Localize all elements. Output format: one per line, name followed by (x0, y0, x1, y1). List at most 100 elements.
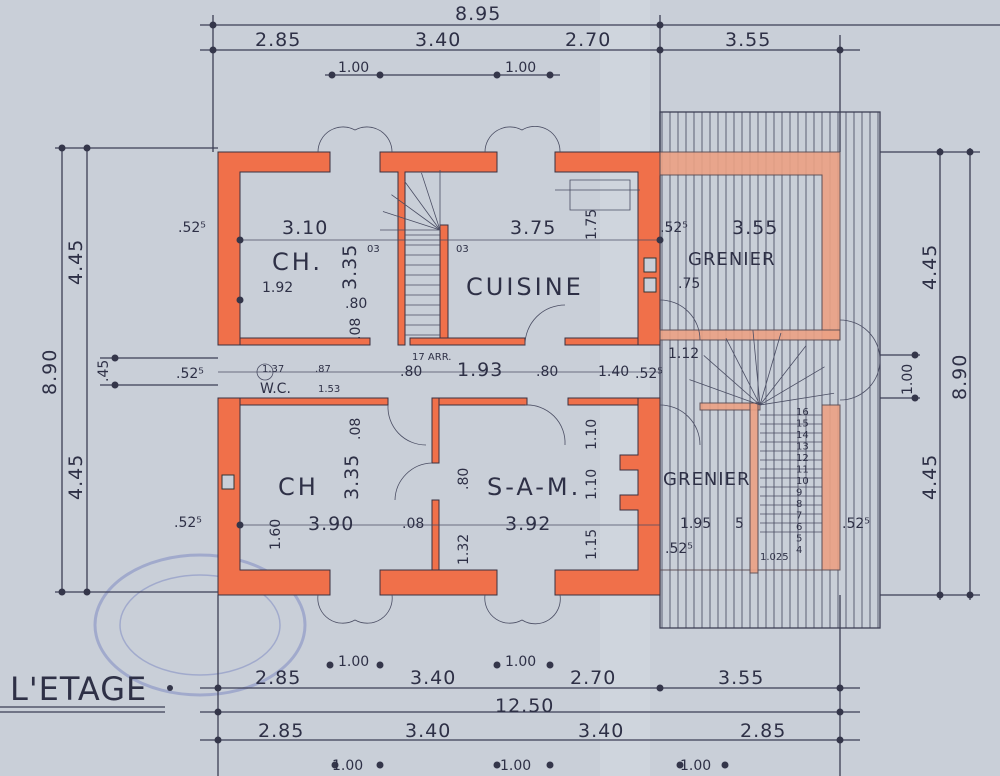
dimension-dot (656, 21, 664, 29)
left-overall-dim: 8.90 (39, 349, 61, 395)
dining-pier-2: 1.10 (584, 469, 600, 500)
paper-fold (600, 0, 650, 776)
dimension-dot (58, 588, 66, 596)
right-lower-dim: 4.45 (919, 454, 941, 500)
top-dim-3: 2.70 (565, 29, 611, 51)
dimension-dot (676, 761, 684, 769)
attic-1-landing: 1.12 (668, 346, 699, 362)
right-overall-dim: 8.90 (949, 354, 971, 400)
dimension-dot (214, 708, 222, 716)
right-corridor-dim: 1.00 (900, 364, 916, 395)
dimension-dot (836, 684, 844, 692)
dimension-dot (656, 46, 664, 54)
top-opening-2: 1.00 (505, 60, 536, 76)
bottom-dim2-1: 2.85 (258, 720, 304, 742)
wc-width: 1.37 (262, 364, 284, 375)
plan-title: L'ETAGE (0, 670, 173, 713)
dimension-dots (58, 21, 974, 769)
room-label-kitchen: CUISINE (466, 273, 584, 301)
dimension-dot (376, 761, 384, 769)
stair-winder (725, 337, 761, 406)
top-dim-1: 2.85 (255, 29, 301, 51)
bottom-opening-3: 1.00 (680, 758, 711, 774)
left-lower-dim: 4.45 (65, 454, 87, 500)
dimension-dot (493, 71, 501, 79)
attic-stair (689, 330, 835, 533)
right-wall-mark-4: .52⁵ (635, 366, 663, 382)
bedroom-2-note: 1.60 (268, 519, 284, 550)
stair-winder (391, 194, 441, 231)
stair-winder (421, 172, 441, 231)
room-label-bedroom-1: CH. (272, 248, 323, 276)
bedroom-2-width: 3.90 (308, 513, 354, 535)
dining-door: .80 (456, 468, 472, 490)
top-opening-1: 1.00 (338, 60, 369, 76)
dining-side: .08 (402, 516, 424, 532)
dimension-dot (83, 588, 91, 596)
dimension-dot (493, 761, 501, 769)
stair-step-number: 16 (796, 407, 809, 418)
stair-winder (404, 181, 441, 231)
top-dim-4: 3.55 (725, 29, 771, 51)
left-upper-dim: 4.45 (65, 239, 87, 285)
interior-stair (380, 170, 441, 336)
dimension-dot (546, 761, 554, 769)
dimension-dot (376, 661, 384, 669)
room-label-attic-1: GRENIER (688, 249, 775, 270)
stair-step-number: 7 (796, 511, 802, 522)
dimension-dot (836, 46, 844, 54)
top-dim-2: 3.40 (415, 29, 461, 51)
wc-toilet (256, 363, 274, 381)
dimension-dot (326, 661, 334, 669)
dimension-dot (214, 736, 222, 744)
dimension-dot (236, 521, 244, 529)
dimension-dot (111, 354, 119, 362)
left-wall-mark-3: .52⁵ (174, 515, 202, 531)
kitchen-note: 1.75 (584, 209, 600, 240)
bottom-dim2-4: 2.85 (740, 720, 786, 742)
bottom-overall-dim: 12.50 (495, 695, 554, 717)
stair-step-number: 15 (796, 419, 809, 430)
dimension-dot (936, 148, 944, 156)
bottom-opening-upper-1: 1.00 (338, 654, 369, 670)
dimension-dot (328, 71, 336, 79)
stair-step-number: 4 (796, 545, 802, 556)
bedroom-1-width: 3.10 (282, 217, 328, 239)
stair-winder (759, 366, 825, 406)
stair-winder (759, 345, 807, 406)
room-label-dining: S-A-M. (487, 473, 581, 501)
dining-pier-3: 1.15 (584, 529, 600, 560)
chimney-flue-kitchen (643, 257, 657, 273)
left-wall-mark-2: .52⁵ (176, 366, 204, 382)
dimension-dot (966, 591, 974, 599)
room-label-bedroom-2: CH (278, 473, 319, 501)
dimension-dot (376, 71, 384, 79)
dimension-dot (236, 236, 244, 244)
dimension-dot (546, 661, 554, 669)
stair-step-number: 9 (796, 488, 802, 499)
room-label-attic-2: GRENIER (663, 469, 750, 490)
main-walls (217, 151, 661, 596)
room-label-wc: W.C. (260, 381, 291, 397)
dining-note: 1.32 (456, 534, 472, 565)
corridor-door-2: .80 (536, 364, 558, 380)
dining-pier-1: 1.10 (584, 419, 600, 450)
right-wall-mark-3: .52⁵ (665, 541, 693, 557)
dimension-dot (331, 761, 339, 769)
attic-1-width: 3.55 (732, 217, 778, 239)
left-wall-mark-1: .52⁵ (178, 220, 206, 236)
bedroom-2-depth: 3.35 (341, 454, 363, 500)
bedroom-1-door: .80 (345, 296, 367, 312)
right-upper-dim: 4.45 (919, 244, 941, 290)
attic-walls (659, 151, 841, 574)
stamp (93, 553, 307, 697)
stair-step-number: 5 (796, 534, 802, 545)
stair-step-number: 12 (796, 453, 809, 464)
chimney-flue-left (221, 474, 235, 490)
dimension-dot (911, 394, 919, 402)
stair-winder (382, 211, 441, 231)
dimension-dot (936, 591, 944, 599)
dimension-dot (236, 296, 244, 304)
stair-winder (759, 392, 835, 406)
